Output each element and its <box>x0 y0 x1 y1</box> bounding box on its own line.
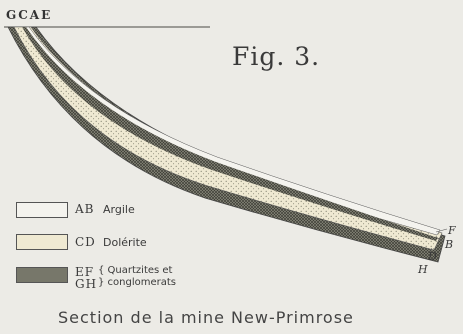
end-letter-b: B <box>445 239 453 250</box>
legend-code-quartzite-2: GH <box>75 278 97 290</box>
section-top-label: GCAE <box>6 9 52 21</box>
legend-swatch-argile <box>16 202 68 218</box>
figure-title: Fig. 3. <box>232 44 320 69</box>
legend-name-dolerite: Dolérite <box>103 237 147 248</box>
legend-swatch-quartzite <box>16 267 68 283</box>
legend-swatch-dolerite <box>16 234 68 250</box>
legend-name-quartzite-2: } conglomerats <box>98 278 176 288</box>
figure-caption: Section de la mine New-Primrose <box>58 310 354 326</box>
legend-name-argile: Argile <box>103 204 135 215</box>
end-letter-f: F <box>448 225 456 236</box>
end-letter-h: H <box>418 264 428 275</box>
legend-code-argile: AB <box>75 203 94 215</box>
end-letter-d: D <box>428 251 437 262</box>
legend-name-quartzite-1: { Quartzites et <box>98 266 172 276</box>
legend-code-dolerite: CD <box>75 236 96 248</box>
